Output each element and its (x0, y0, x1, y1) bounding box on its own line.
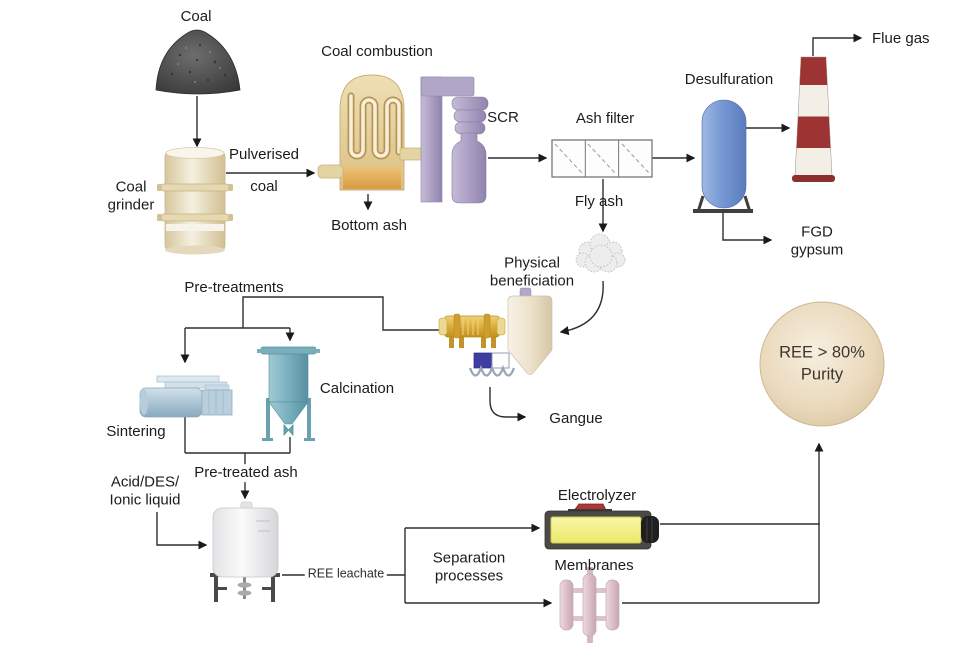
desulfuration-vessel (693, 99, 753, 213)
membrane-modules (559, 567, 620, 643)
combustion-boiler (317, 74, 427, 191)
sintering-kiln (139, 375, 233, 418)
arrow-flyash-to-cyclone (559, 280, 604, 336)
chimney (792, 56, 835, 182)
coal-pile (155, 29, 241, 95)
label-pre-treated-ash: Pre-treated ash (191, 464, 301, 482)
hydrocyclone (507, 287, 553, 375)
arrow-acid-to-tank (156, 512, 208, 550)
line-beneficiation-to-pretreatments (242, 296, 444, 331)
label-ree-leachate: REE leachate (304, 566, 388, 582)
electrolyzer-device (544, 503, 659, 550)
ree-product-circle (759, 301, 885, 427)
label-coal: Coal (180, 8, 212, 26)
scr-unit (420, 76, 489, 204)
label-acid-des-ionic-liquid: Acid/DES/ Ionic liquid (109, 473, 181, 508)
calcination-vessel (257, 346, 320, 441)
label-coal-combustion: Coal combustion (321, 43, 433, 61)
ash-filter (551, 139, 653, 178)
arrow-to-gangue (489, 387, 527, 422)
label-desulfuration: Desulfuration (684, 71, 774, 89)
label-pre-treatments: Pre-treatments (184, 279, 284, 297)
arrow-flue-gas (812, 33, 863, 56)
label-membranes: Membranes (554, 557, 634, 575)
label-pulverised-coal: Pulverised coal (228, 145, 300, 195)
label-scr: SCR (487, 109, 519, 127)
label-bottom-ash: Bottom ash (331, 217, 407, 235)
label-ree-purity: REE > 80% Purity (779, 343, 865, 384)
flotation-unit (468, 352, 516, 377)
label-ash-filter: Ash filter (575, 110, 635, 128)
magnetic-separator (438, 313, 506, 348)
label-physical-beneficiation: Physical beneficiation (489, 254, 575, 289)
label-calcination: Calcination (319, 380, 395, 398)
arrow-fgd-gypsum (722, 212, 773, 245)
label-fly-ash: Fly ash (574, 193, 624, 211)
coal-grinder (157, 147, 233, 255)
label-flue-gas: Flue gas (872, 30, 930, 48)
label-coal-grinder: Coal grinder (107, 178, 155, 213)
fly-ash-cloud (575, 233, 626, 273)
label-fgd-gypsum: FGD gypsum (790, 223, 844, 258)
label-separation-processes: Separation processes (432, 549, 506, 584)
label-gangue: Gangue (549, 410, 603, 428)
label-sintering: Sintering (106, 423, 166, 441)
leaching-tank (210, 501, 280, 602)
line-electrolyzer-out (660, 523, 820, 603)
label-electrolyzer: Electrolyzer (557, 487, 637, 505)
